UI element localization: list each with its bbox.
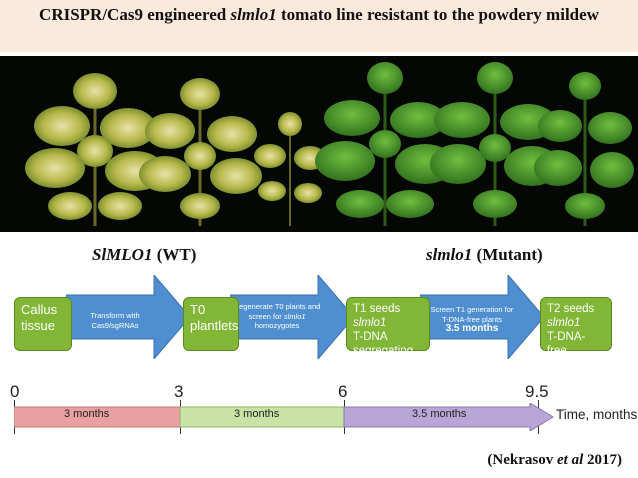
arrow-transform [66,275,190,359]
title-part2: tomato line resistant to the powdery mil… [276,5,599,24]
arrow-screen-duration: 3.5 months [445,323,499,334]
t1-seeds-i: slmlo1 [353,317,387,329]
arrow-regenerate-text: Regenerate T0 plants and screen for slml… [232,302,322,331]
segment-1-label: 3 months [64,408,110,420]
wt-caption-gene: SlMLO1 [92,245,153,264]
mutant-plant-1 [315,62,455,226]
title-italic: slmlo1 [230,5,277,24]
t2-seeds-a: T2 seeds [547,303,595,315]
tick-9-5: 9.5 [525,382,549,401]
citation: (Nekrasov et al 2017) [487,452,622,469]
mutant-caption-gene: slmlo1 [426,245,473,264]
arrow-transform-text: Transform with Cas9/sgRNAs [90,311,140,330]
wt-plant-3 [254,112,326,226]
t1-seeds-box: T1 seeds slmlo1 T-DNA segregating [346,297,430,357]
segment-3-label: 3.5 months [412,408,467,420]
citation-et-al: et al [557,452,584,468]
slide-title: CRISPR/Cas9 engineered slmlo1 tomato lin… [0,0,638,52]
t1-seeds-b: T-DNA segregating [353,331,414,357]
wt-plant-2 [139,78,262,226]
tick-0: 0 [10,382,20,401]
t2-seeds-i: slmlo1 [547,317,581,329]
arrow-regenerate-text-i: slmlo1 [283,311,306,321]
wt-plant-1 [25,73,165,226]
t0-plantlets-label: T0 plantlets [190,302,239,333]
tick-3: 3 [174,382,184,401]
mutant-plant-2 [430,62,560,226]
t0-plantlets-box: T0 plantlets [183,297,239,351]
arrow-regenerate-text-b: homozygotes [254,321,300,330]
wt-caption: SlMLO1 (WT) [92,245,196,265]
t2-seeds-box: T2 seeds slmlo1 T-DNA-free [540,297,612,357]
mutant-caption: slmlo1 (Mutant) [426,245,543,265]
t1-seeds-a: T1 seeds [353,303,401,315]
segment-2-label: 3 months [234,408,280,420]
t2-seeds-b: T-DNA-free [547,331,586,357]
arrow-screen [420,275,544,359]
tick-6: 6 [338,382,348,401]
mutant-caption-label: (Mutant) [472,245,543,264]
plant-photo-panel [0,56,638,232]
wt-caption-label: (WT) [152,245,197,264]
arrow-regenerate-text-a: Regenerate T0 plants and screen for [233,302,321,321]
timeline-bar [14,403,554,431]
callus-tissue-box: Callus tissue [14,297,72,351]
arrow-screen-text: Screen T1 generation for T-DNA-free plan… [430,305,514,334]
timeline-segment-3 [343,403,554,431]
callus-tissue-label: Callus tissue [21,302,58,333]
citation-close: 2017) [583,452,622,468]
citation-open: (Nekrasov [487,452,557,468]
time-axis-label: Time, months [556,407,638,422]
mutant-plant-3 [534,72,634,226]
arrow-regenerate [230,275,354,359]
plant-photo-illustration [25,62,634,226]
arrow-screen-text-main: Screen T1 generation for T-DNA-free plan… [430,305,514,324]
title-part1: CRISPR/Cas9 engineered [39,5,231,24]
